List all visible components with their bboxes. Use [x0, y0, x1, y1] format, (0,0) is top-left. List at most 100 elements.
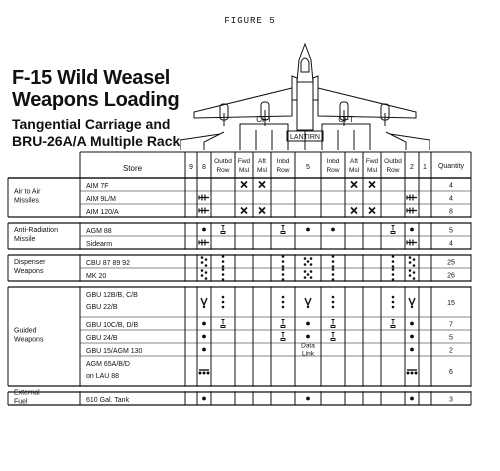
- station-header-r-aft-line1: Aft: [350, 158, 358, 165]
- mark-group-guided-4-s8-pip-1: [198, 371, 202, 375]
- mark-group-guided-0-s5: [304, 297, 312, 307]
- mark-group-guided-3-s8: [202, 347, 206, 352]
- mark-group-guided-1-r-inbd: [330, 319, 336, 328]
- mark-group-guided-2-s5: [306, 334, 310, 339]
- mark-group-dispenser-0-s5-pip-5: [309, 263, 313, 266]
- station-header-l-outbd-line2: Row: [216, 167, 229, 174]
- mark-group-dispenser-0-s5-pip-4: [303, 263, 307, 266]
- store-name-group-anti-radiation-1-line-1: Sidearm: [86, 241, 112, 248]
- mark-group-dispenser-1-l-inbd-pip-2: [281, 273, 285, 276]
- mark-group-dispenser-1-s8-pip-4: [204, 277, 208, 280]
- mark-group-dispenser-1-r-inbd-pip-2: [331, 273, 335, 276]
- mark-group-guided-4-s2-pip-3: [414, 371, 418, 375]
- store-name-group-guided-0-line-1: GBU 12B/B, C/B: [86, 292, 138, 299]
- mark-group-dispenser-1-s2-pip-3: [408, 274, 412, 277]
- store-name-group-external-fuel-0-line-1: 610 Gal. Tank: [86, 397, 130, 404]
- store-name-group-guided-3-line-1: GBU 15/AGM 130: [86, 348, 143, 355]
- mark-group-dispenser-0-l-inbd-pip-1: [281, 255, 285, 258]
- mark-group-dispenser-1-l-outbd-pip-1: [221, 268, 225, 271]
- mark-group-guided-1-s5: [306, 321, 310, 326]
- station-header-r-outbd-line1: Outbd: [384, 158, 402, 165]
- station-header-l-aft-line2: Msl: [257, 167, 268, 174]
- mark-group-dispenser-1-r-inbd-pip-3: [331, 278, 335, 281]
- mark-group-guided-0-r-outbd-pip-2: [391, 300, 395, 304]
- mark-group-dispenser-1-s2-pip-2: [412, 271, 416, 274]
- station-header-s8: 8: [202, 164, 206, 171]
- quantity-group-air-to-air-2: 8: [449, 209, 453, 216]
- mark-group-dispenser-1-s8-pip-1: [200, 269, 204, 272]
- station-header-r-inbd-line1: Inbd: [327, 158, 340, 165]
- mark-group-dispenser-1-r-inbd-pip-1: [331, 268, 335, 271]
- aircraft-right-inboard-store: [339, 101, 349, 121]
- mark-group-dispenser-1-s5-pip-5: [309, 276, 313, 279]
- mark-group-dispenser-0-r-outbd-pip-3: [391, 265, 395, 268]
- quantity-group-external-fuel-0: 3: [449, 397, 453, 404]
- cft-right-label: CFT: [338, 115, 354, 124]
- store-name-group-air-to-air-2-line-1: AIM 120/A: [86, 209, 119, 216]
- category-group-anti-radiation-line-1: Anti-Radiation: [14, 227, 58, 234]
- mark-group-guided-0-r-inbd-pip-3: [331, 305, 335, 309]
- aircraft-right-wing-store: [380, 103, 390, 121]
- station-header-r-fwd-line2: Msl: [367, 167, 378, 174]
- station-header-l-inbd-line2: Row: [276, 167, 289, 174]
- store-name-group-guided-1-line-1: GBU 10C/B, D/B: [86, 322, 138, 329]
- mark-group-anti-radiation-0-r-outbd: [390, 225, 396, 234]
- mark-group-guided-0-r-outbd-pip-3: [391, 305, 395, 309]
- quantity-header: Quantity: [438, 163, 465, 170]
- station-header-s5: 5: [306, 164, 310, 171]
- category-group-air-to-air-line-2: Missiles: [14, 198, 39, 205]
- mark-group-guided-0-s5-base: [306, 305, 310, 309]
- category-group-dispenser-line-2: Weapons: [14, 268, 44, 275]
- cft-left-label: CFT: [256, 115, 272, 124]
- mark-group-air-to-air-0-l-aft: [258, 180, 266, 189]
- mark-group-dispenser-0-s5-pip-1: [303, 257, 307, 260]
- group-gap-group-dispenser: [7, 249, 473, 255]
- mark-group-guided-4-s2-pip-2: [410, 371, 414, 375]
- mark-group-guided-4-s8-pip-2: [202, 371, 206, 375]
- mark-group-air-to-air-0-r-fwd: [368, 180, 376, 189]
- mark-group-dispenser-1-s5-pip-3: [306, 273, 310, 276]
- mark-group-dispenser-0-s2-pip-3: [408, 261, 412, 264]
- mark-group-guided-4-s8-pip-3: [206, 371, 210, 375]
- mark-group-dispenser-0-r-outbd-pip-1: [391, 255, 395, 258]
- mark-group-guided-2-s8: [202, 334, 206, 339]
- station-header-s1: 1: [423, 164, 427, 171]
- mark-group-dispenser-0-s2-pip-4: [412, 264, 416, 267]
- mark-group-guided-3-s2: [410, 347, 414, 352]
- mark-group-anti-radiation-0-r-inbd: [331, 227, 335, 232]
- quantity-group-dispenser-1: 26: [447, 273, 455, 280]
- station-header-r-aft-line2: Msl: [349, 167, 360, 174]
- mark-group-guided-0-s2: [408, 297, 416, 307]
- store-name-group-guided-0-line-2: GBU 22/B: [86, 304, 118, 311]
- group-gap-group-guided: [7, 281, 473, 287]
- store-name-group-air-to-air-0-line-1: AIM 7F: [86, 183, 109, 190]
- mark-group-dispenser-0-s5-pip-3: [306, 260, 310, 263]
- category-group-guided-line-1: Guided: [14, 328, 37, 335]
- mark-group-dispenser-0-l-outbd-pip-2: [221, 260, 225, 263]
- mark-group-air-to-air-0-l-fwd: [240, 180, 248, 189]
- mark-group-anti-radiation-0-s2: [410, 227, 414, 232]
- station-header-l-aft-line1: Aft: [258, 158, 266, 165]
- store-name-group-dispenser-0-line-1: CBU 87 89 92: [86, 260, 130, 267]
- mark-group-dispenser-0-r-inbd-pip-1: [331, 255, 335, 258]
- mark-group-dispenser-1-r-outbd-pip-3: [391, 278, 395, 281]
- mark-group-dispenser-0-l-outbd-pip-3: [221, 265, 225, 268]
- category-group-external-fuel-line-1: External: [14, 390, 40, 397]
- group-gap-group-external-fuel: [7, 386, 473, 392]
- mark-group-dispenser-0-s5-pip-2: [309, 257, 313, 260]
- mark-group-dispenser-1-s2-pip-4: [412, 277, 416, 280]
- mark-group-anti-radiation-0-s8: [202, 227, 206, 232]
- category-group-dispenser-line-1: Dispenser: [14, 259, 46, 266]
- mark-group-dispenser-0-s8-pip-1: [200, 256, 204, 259]
- station-header-r-fwd-line1: Fwd: [366, 158, 379, 165]
- mark-group-dispenser-1-s5-pip-2: [309, 270, 313, 273]
- mark-group-guided-1-r-outbd: [390, 319, 396, 328]
- lantirn-label: LANTIRN: [290, 134, 320, 141]
- mark-group-dispenser-1-s8-pip-2: [204, 271, 208, 274]
- group-gap-group-anti-radiation: [7, 217, 473, 223]
- quantity-group-anti-radiation-1: 4: [449, 241, 453, 248]
- mark-group-dispenser-0-r-inbd-pip-2: [331, 260, 335, 263]
- mark-group-guided-0-s8-base: [202, 305, 206, 309]
- store-name-group-anti-radiation-0-line-1: AGM 88: [86, 228, 112, 235]
- quantity-group-guided-3: 2: [449, 348, 453, 355]
